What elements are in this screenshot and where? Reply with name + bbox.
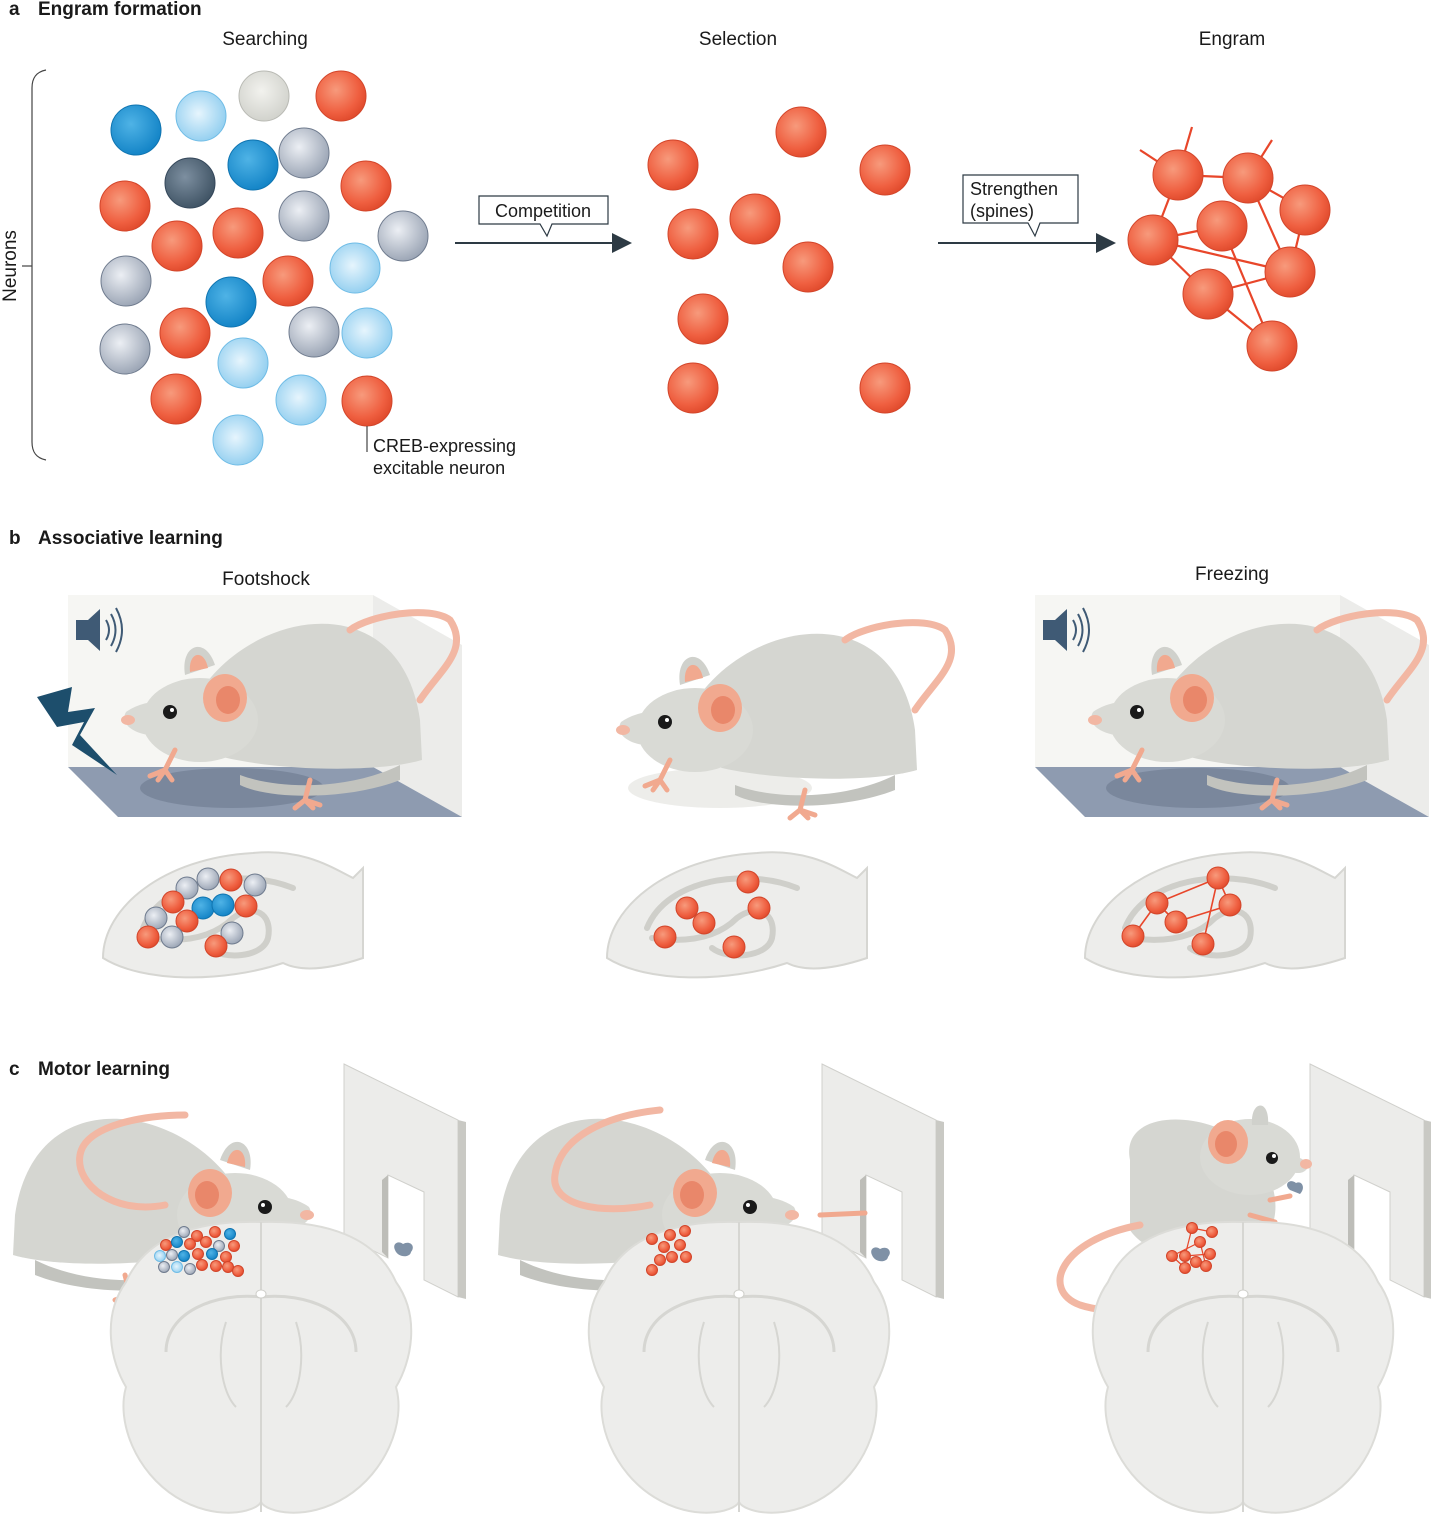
- neuron-red: [667, 208, 719, 260]
- mouse-illustration: [498, 1106, 868, 1303]
- neuron-red: [667, 362, 719, 414]
- neuron-blue: [110, 104, 162, 156]
- searching-neuron-cluster: [136, 867, 267, 958]
- neuron-blue: [227, 139, 279, 191]
- arrow2-label-line1: Strengthen: [970, 179, 1058, 199]
- brain-section-illustration: [1091, 1220, 1395, 1515]
- neuron-red: [99, 180, 151, 232]
- neuron-red: [647, 139, 699, 191]
- neuron-red: [677, 293, 729, 345]
- neuron-red: [1127, 214, 1179, 266]
- neuron-grey: [278, 190, 330, 242]
- panel-c-letter: c: [9, 1059, 20, 1080]
- neuron-grey: [288, 306, 340, 358]
- neuron-red: [1222, 152, 1274, 204]
- panel-b-letter: b: [9, 528, 21, 549]
- callout-competition: [478, 195, 609, 238]
- neuron-red: [859, 362, 911, 414]
- reaching-wall: [343, 1063, 466, 1299]
- neuron-grey: [377, 210, 429, 262]
- neuron-light-blue: [329, 242, 381, 294]
- neuron-light-blue: [175, 90, 227, 142]
- selection-neurons: [647, 106, 911, 414]
- neuron-red: [859, 144, 911, 196]
- annotation-creb-line1: CREB-expressing: [373, 436, 516, 456]
- neuron-red: [1196, 200, 1248, 252]
- panel-b-title: Associative learning: [38, 528, 223, 549]
- food-pellet-icon: [1287, 1181, 1303, 1194]
- neuron-red: [262, 255, 314, 307]
- neuron-light-blue: [275, 374, 327, 426]
- food-pellet-icon: [394, 1242, 413, 1257]
- brain-section-illustration: [103, 852, 363, 977]
- searching-neuron-cluster: [99, 70, 429, 466]
- neuron-red: [729, 193, 781, 245]
- neuron-red: [782, 241, 834, 293]
- neuron-pale: [238, 70, 290, 122]
- neuron-blue: [205, 276, 257, 328]
- neuron-red: [341, 375, 393, 427]
- neuron-red: [150, 373, 202, 425]
- speaker-icon: [76, 607, 123, 653]
- label-freezing: Freezing: [1195, 564, 1269, 585]
- neuron-red: [212, 207, 264, 259]
- stage-label-searching: Searching: [222, 29, 308, 50]
- panel-c-title: Motor learning: [38, 1059, 170, 1080]
- neuron-light-blue: [341, 307, 393, 359]
- brain-section-illustration: [1085, 852, 1345, 977]
- neuron-red: [1182, 268, 1234, 320]
- engram-neurons: [1127, 149, 1331, 372]
- annotation-creb-line2: excitable neuron: [373, 458, 505, 478]
- neuron-red: [1264, 246, 1316, 298]
- neuron-red: [775, 106, 827, 158]
- stage-label-engram: Engram: [1199, 29, 1266, 50]
- neuron-red: [1152, 149, 1204, 201]
- neuron-red: [340, 160, 392, 212]
- arrow2-label-line2: (spines): [970, 201, 1034, 221]
- neuron-dark: [164, 157, 216, 209]
- arrow1-label: Competition: [495, 201, 591, 221]
- neuron-grey: [278, 127, 330, 179]
- neuron-red: [151, 220, 203, 272]
- neuron-light-blue: [217, 337, 269, 389]
- mouse-illustration: [1088, 609, 1427, 808]
- brain-section-illustration: [109, 1220, 413, 1515]
- brain-section-illustration: [587, 1220, 891, 1515]
- stage-label-selection: Selection: [699, 29, 777, 50]
- neuron-red: [315, 70, 367, 122]
- axis-label-neurons: Neurons: [0, 230, 21, 302]
- food-pellet-icon: [871, 1247, 890, 1262]
- panel-a-title: Engram formation: [38, 0, 202, 20]
- neuron-grey: [99, 323, 151, 375]
- brain-section-illustration: [607, 852, 867, 977]
- neuron-red: [159, 307, 211, 359]
- neurons-bracket: [31, 69, 47, 461]
- mouse-illustration: [616, 619, 955, 818]
- reaching-wall: [821, 1063, 944, 1299]
- neuron-red: [1279, 184, 1331, 236]
- callout-strengthen: [962, 174, 1079, 238]
- neuron-grey: [100, 255, 152, 307]
- speaker-icon: [1043, 607, 1090, 653]
- label-footshock: Footshock: [222, 569, 310, 590]
- neuron-red: [1246, 320, 1298, 372]
- mouse-illustration: [13, 1111, 314, 1303]
- mouse-illustration: [121, 609, 460, 808]
- searching-neuron-cluster: [154, 1226, 244, 1277]
- neuron-light-blue: [212, 414, 264, 466]
- panel-a-letter: a: [9, 0, 20, 20]
- lightning-icon: [37, 687, 117, 775]
